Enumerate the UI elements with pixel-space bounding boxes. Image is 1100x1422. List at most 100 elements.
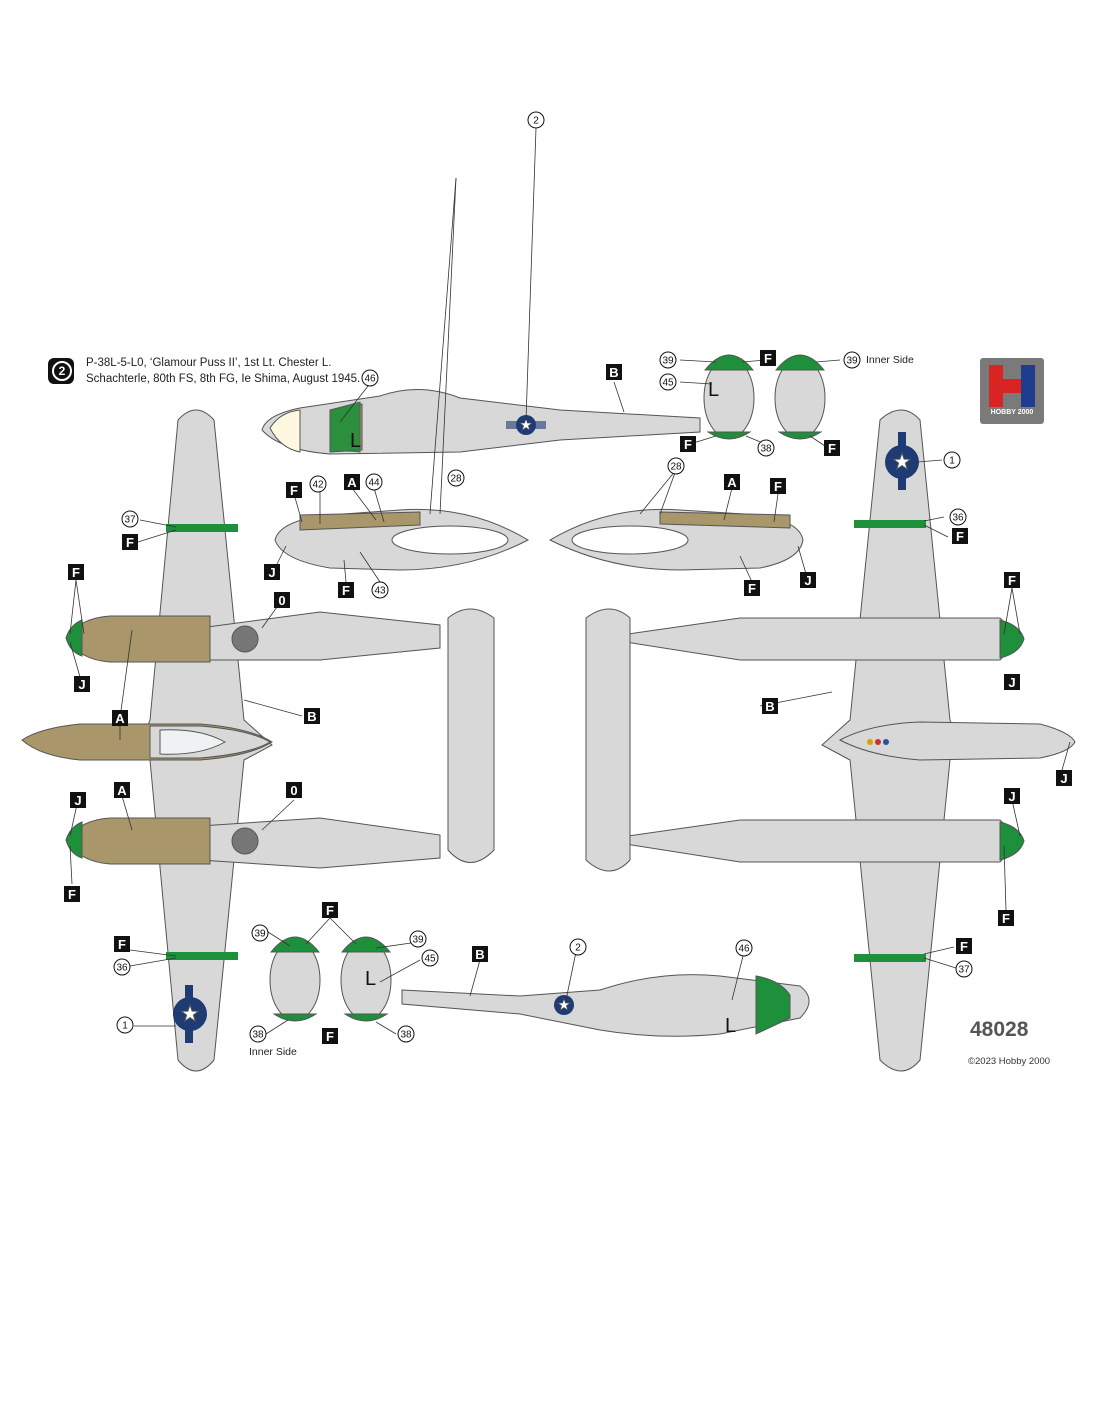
callout-37: 37 <box>955 960 973 978</box>
svg-text:1: 1 <box>122 1021 128 1032</box>
marker-J: J <box>800 572 816 588</box>
marker-B: B <box>762 698 778 714</box>
marker-F: F <box>760 350 776 366</box>
inner-side-label-top: Inner Side <box>866 354 914 366</box>
callout-46: 46 <box>361 369 379 387</box>
marker-F: F <box>68 564 84 580</box>
title-line-2: Schachterle, 80th FS, 8th FG, Ie Shima, … <box>86 373 361 385</box>
svg-text:F: F <box>326 1029 334 1044</box>
svg-text:F: F <box>342 583 350 598</box>
callout-39: 39 <box>409 930 427 948</box>
side-profile-top: L <box>261 389 701 455</box>
svg-text:37: 37 <box>124 515 136 526</box>
marker-F: F <box>770 478 786 494</box>
svg-text:F: F <box>290 483 298 498</box>
tail-letter-fin-2: L <box>365 968 376 990</box>
svg-text:45: 45 <box>424 954 436 965</box>
svg-text:0: 0 <box>290 783 297 798</box>
logo-h-mark <box>989 365 1035 407</box>
marker-F: F <box>322 1028 338 1044</box>
kit-number: 48028 <box>970 1018 1029 1041</box>
svg-text:F: F <box>72 565 80 580</box>
svg-text:45: 45 <box>662 378 674 389</box>
marker-A: A <box>112 710 128 726</box>
nose-detail-left <box>274 508 530 571</box>
copyright: ©2023 Hobby 2000 <box>968 1056 1051 1067</box>
svg-text:B: B <box>475 947 484 962</box>
svg-text:F: F <box>828 441 836 456</box>
svg-text:28: 28 <box>670 462 682 473</box>
callout-38: 38 <box>249 1025 267 1043</box>
svg-text:39: 39 <box>412 935 424 946</box>
svg-text:J: J <box>268 565 275 580</box>
svg-text:36: 36 <box>116 963 128 974</box>
svg-text:38: 38 <box>252 1030 264 1041</box>
tail-letter-profile-top: L <box>350 430 361 452</box>
callout-1: 1 <box>943 451 961 469</box>
callout-44: 44 <box>365 473 383 491</box>
svg-text:38: 38 <box>760 444 772 455</box>
svg-text:J: J <box>1008 789 1015 804</box>
svg-text:F: F <box>68 887 76 902</box>
svg-text:F: F <box>684 437 692 452</box>
svg-text:A: A <box>117 783 127 798</box>
svg-text:F: F <box>748 581 756 596</box>
marker-J: J <box>264 564 280 580</box>
marker-J: J <box>1004 788 1020 804</box>
svg-text:F: F <box>326 903 334 918</box>
callout-43: 43 <box>371 581 389 599</box>
title-line-1: P-38L-5-L0, ‘Glamour Puss II’, 1st Lt. C… <box>86 357 332 369</box>
callout-2: 2 <box>527 111 545 129</box>
marker-F: F <box>64 886 80 902</box>
svg-text:A: A <box>727 475 737 490</box>
svg-text:44: 44 <box>368 478 380 489</box>
svg-text:J: J <box>1008 675 1015 690</box>
svg-text:43: 43 <box>374 586 386 597</box>
marker-B: B <box>472 946 488 962</box>
marker-B: B <box>304 708 320 724</box>
svg-text:39: 39 <box>254 929 266 940</box>
svg-text:38: 38 <box>400 1030 412 1041</box>
marker-F: F <box>1004 572 1020 588</box>
callout-37: 37 <box>121 510 139 528</box>
svg-text:F: F <box>774 479 782 494</box>
svg-text:B: B <box>609 365 618 380</box>
nose-detail-right <box>548 508 804 571</box>
svg-text:F: F <box>118 937 126 952</box>
marker-F: F <box>114 936 130 952</box>
svg-text:46: 46 <box>364 374 376 385</box>
callout-36: 36 <box>949 508 967 526</box>
profile-number: 2 <box>52 361 72 381</box>
marker-0: 0 <box>274 592 290 608</box>
callout-28: 28 <box>667 457 685 475</box>
marker-J: J <box>1004 674 1020 690</box>
svg-text:F: F <box>126 535 134 550</box>
marker-F: F <box>680 436 696 452</box>
svg-text:F: F <box>1008 573 1016 588</box>
callout-2: 2 <box>569 938 587 956</box>
svg-text:A: A <box>347 475 357 490</box>
marker-F: F <box>286 482 302 498</box>
marker-F: F <box>338 582 354 598</box>
marker-A: A <box>344 474 360 490</box>
profile-title: P-38L-5-L0, ‘Glamour Puss II’, 1st Lt. C… <box>86 355 360 387</box>
callout-45: 45 <box>659 373 677 391</box>
callout-36: 36 <box>113 958 131 976</box>
svg-text:42: 42 <box>312 480 324 491</box>
callout-46: 46 <box>735 939 753 957</box>
callout-39: 39 <box>659 351 677 369</box>
logo-name: HOBBY 2000 <box>990 409 1034 416</box>
svg-text:39: 39 <box>662 356 674 367</box>
svg-text:36: 36 <box>952 513 964 524</box>
svg-text:J: J <box>78 677 85 692</box>
svg-text:37: 37 <box>958 965 970 976</box>
svg-text:J: J <box>1060 771 1067 786</box>
marker-J: J <box>1056 770 1072 786</box>
svg-text:28: 28 <box>450 474 462 485</box>
svg-text:F: F <box>960 939 968 954</box>
marker-F: F <box>122 534 138 550</box>
marker-J: J <box>70 792 86 808</box>
callout-38: 38 <box>757 439 775 457</box>
